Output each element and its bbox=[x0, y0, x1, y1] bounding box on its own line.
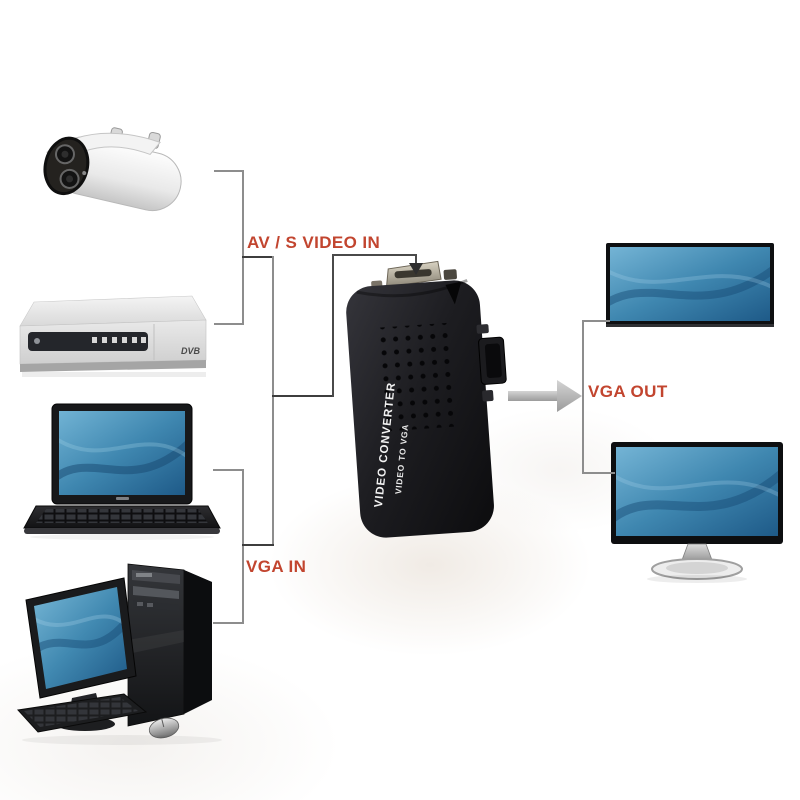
wire-to-converter bbox=[332, 254, 417, 256]
dvb-logo: DVB bbox=[181, 346, 201, 356]
wire-up-to-input bbox=[332, 255, 334, 397]
dvb-buttons bbox=[92, 337, 146, 343]
mouse-icon bbox=[148, 717, 180, 739]
wire-av-tap bbox=[242, 256, 274, 258]
wire-to-tv bbox=[582, 320, 610, 322]
cctv-camera-image bbox=[43, 127, 182, 212]
dvb-receiver-image: DVB bbox=[19, 295, 207, 377]
wire-dvb bbox=[214, 323, 244, 325]
wire-vga-tap bbox=[242, 544, 274, 546]
laptop-wallpaper-swoosh bbox=[59, 437, 185, 480]
dvb-reflection bbox=[22, 372, 206, 377]
av-input-port bbox=[443, 269, 457, 280]
dvb-front-panel bbox=[28, 332, 148, 351]
wire-bus-out bbox=[272, 395, 334, 397]
tower-case bbox=[127, 563, 212, 727]
video-converter-image: VIDEO CONVERTER VIDEO TO VGA bbox=[346, 260, 507, 538]
label-vga-in: VGA IN bbox=[246, 557, 307, 576]
laptop-keys bbox=[36, 509, 208, 523]
body-notch bbox=[445, 281, 462, 305]
tv-screen bbox=[610, 247, 770, 321]
desktop-monitor-screen bbox=[34, 587, 127, 689]
laptop-image bbox=[23, 403, 221, 540]
label-av-s-video-in: AV / S VIDEO IN bbox=[247, 233, 381, 252]
flow-arrow-icon bbox=[508, 380, 582, 412]
laptop-front-edge bbox=[24, 528, 220, 534]
port-screw-bottom bbox=[482, 390, 494, 402]
tv-bottom-edge bbox=[606, 324, 774, 327]
port-screw-top bbox=[476, 324, 489, 334]
monitor-wallpaper-swoosh bbox=[616, 470, 778, 522]
wire-camera-dvb-vertical bbox=[242, 170, 244, 325]
wire-output-vertical bbox=[582, 320, 584, 474]
desktop-monitor bbox=[25, 577, 137, 731]
laptop-shadow bbox=[30, 534, 214, 540]
ports-panel bbox=[133, 600, 179, 611]
tower-logo-icon bbox=[136, 573, 152, 577]
tv-panel-image bbox=[606, 243, 774, 327]
wire-to-monitor bbox=[582, 472, 615, 474]
laptop-logo-icon bbox=[116, 497, 129, 500]
tv-wallpaper-swoosh bbox=[610, 266, 770, 306]
optical-drive-bay bbox=[133, 586, 179, 599]
wire-desktop bbox=[213, 622, 244, 624]
input-arrowhead-icon bbox=[409, 263, 423, 275]
dvb-bottom-edge bbox=[20, 360, 206, 372]
monitor-shadow bbox=[647, 575, 747, 583]
vent-holes bbox=[373, 322, 457, 432]
wire-laptop bbox=[213, 469, 244, 471]
desktop-keyboard bbox=[17, 693, 148, 733]
label-vga-out: VGA OUT bbox=[588, 382, 668, 401]
wire-input-stub bbox=[415, 254, 417, 264]
desktop-pc-image bbox=[17, 563, 222, 745]
monitor-with-stand-image bbox=[611, 442, 783, 583]
laptop-screen bbox=[59, 411, 185, 495]
camera-body bbox=[43, 127, 182, 212]
monitor-screen bbox=[616, 447, 778, 536]
dvb-power-led-icon bbox=[34, 338, 40, 344]
wire-laptop-desktop-vertical bbox=[242, 469, 244, 624]
desktop-shadow bbox=[22, 735, 222, 745]
wire-camera bbox=[214, 170, 244, 172]
wire-bus-vertical bbox=[272, 256, 274, 546]
